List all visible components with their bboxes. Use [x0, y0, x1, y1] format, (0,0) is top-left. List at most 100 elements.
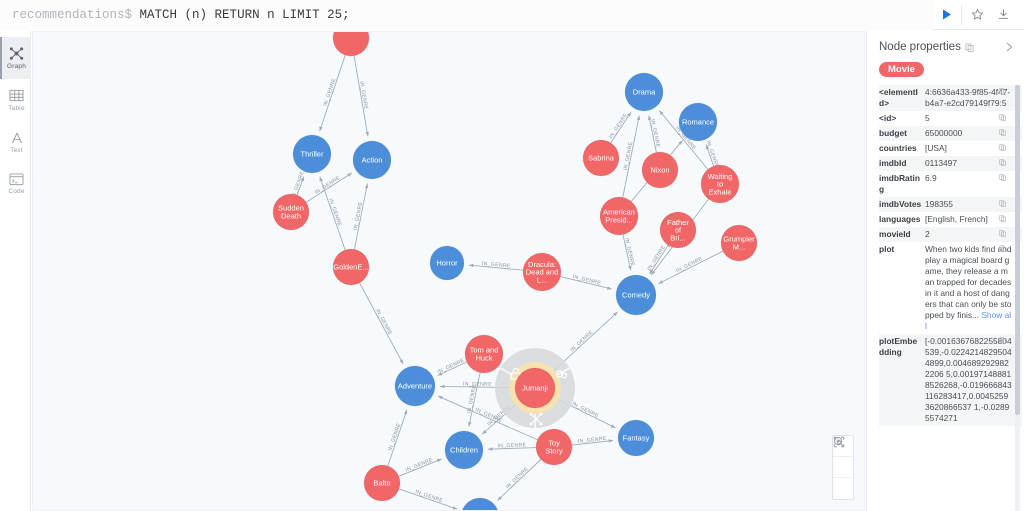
graph-node[interactable] — [363, 464, 401, 502]
node-label-chip[interactable]: Movie — [879, 62, 924, 77]
graph-node[interactable] — [352, 140, 392, 180]
relationship-edge[interactable] — [571, 439, 614, 446]
relationship-edge[interactable] — [468, 263, 524, 271]
relationship-edge[interactable] — [319, 54, 346, 132]
graph-node[interactable] — [617, 419, 655, 457]
property-value: 4:6636a433-9f85-4f47-b4a7-e2cd79149f79:5 — [925, 87, 1011, 108]
relationship-edge[interactable] — [622, 115, 641, 198]
relationship-edge[interactable] — [305, 172, 353, 203]
copy-property-icon[interactable] — [999, 113, 1006, 124]
graph-node[interactable] — [720, 224, 758, 262]
relationship-edge[interactable] — [387, 409, 408, 467]
graph-node[interactable] — [659, 211, 697, 249]
relationship-edge[interactable] — [398, 458, 442, 477]
zoom-out-button[interactable] — [833, 437, 853, 478]
relationship-edge[interactable] — [437, 395, 538, 441]
copy-property-icon[interactable] — [999, 199, 1006, 210]
property-value: [USA] — [925, 143, 947, 153]
download-icon[interactable] — [990, 2, 1016, 28]
graph-node[interactable] — [514, 367, 556, 409]
copy-property-icon[interactable] — [999, 336, 1006, 347]
copy-property-icon[interactable] — [999, 87, 1006, 98]
property-list[interactable]: <elementId>4:6636a433-9f85-4f47-b4a7-e2c… — [867, 85, 1024, 511]
property-key: imdbVotes — [879, 199, 922, 209]
dismiss-icon[interactable] — [555, 370, 568, 379]
panel-scrollbar-thumb[interactable] — [1015, 85, 1020, 415]
relationship-edge[interactable] — [359, 282, 404, 365]
sidebar-item-graph[interactable]: Graph — [0, 37, 31, 79]
graph-node[interactable] — [292, 134, 332, 174]
sidebar-item-text[interactable]: Text — [0, 121, 31, 163]
relationship-edge[interactable] — [610, 111, 632, 144]
copy-icon[interactable] — [965, 42, 974, 52]
graph-node[interactable] — [678, 102, 718, 142]
relationship-edge[interactable] — [649, 244, 669, 275]
property-row: languages[English, French] — [879, 212, 1022, 227]
zoom-controls — [832, 435, 854, 500]
relationship-edge[interactable] — [497, 459, 542, 501]
graph-node[interactable] — [615, 274, 657, 316]
node-properties-panel: Node properties Movie <elementId>4:6636a… — [866, 31, 1024, 511]
copy-property-icon[interactable] — [999, 244, 1006, 255]
copy-property-icon[interactable] — [999, 128, 1006, 139]
relationship-edge[interactable] — [658, 250, 724, 285]
sidebar-item-table[interactable]: Table — [0, 79, 31, 121]
sidebar-item-code[interactable]: Code — [0, 163, 31, 205]
graph-node[interactable] — [599, 196, 639, 236]
property-value: 65000000 — [925, 128, 963, 138]
relationship-edge[interactable] — [398, 488, 458, 510]
property-value: [English, French] — [925, 214, 988, 224]
graph-node[interactable] — [272, 193, 310, 231]
query-input[interactable]: recommendations$ MATCH (n) RETURN n LIMI… — [0, 0, 933, 30]
relationship-edge[interactable] — [296, 176, 305, 196]
property-row: <id>5 — [879, 111, 1022, 126]
relationship-edge[interactable] — [354, 183, 369, 250]
copy-property-icon[interactable] — [999, 229, 1006, 240]
relationship-edge[interactable] — [560, 276, 612, 290]
graph-node[interactable] — [444, 430, 484, 470]
copy-property-icon[interactable] — [999, 158, 1006, 169]
graph-node[interactable] — [522, 252, 562, 292]
run-query-button[interactable] — [933, 2, 959, 28]
graph-node[interactable] — [461, 497, 499, 511]
relationship-edge[interactable] — [468, 372, 481, 427]
relationship-edge[interactable] — [487, 447, 537, 451]
graph-node[interactable] — [429, 245, 465, 281]
relationship-edge[interactable] — [437, 361, 467, 376]
graph-node[interactable] — [700, 164, 740, 204]
relationship-label: IN_GENRE — [437, 358, 466, 376]
query-bar-actions — [933, 0, 1024, 30]
collapse-panel-chevron-icon[interactable] — [1004, 41, 1014, 55]
graph-node[interactable] — [535, 428, 573, 466]
relationship-label: IN_GENRE — [505, 466, 530, 490]
relationship-edge[interactable] — [622, 234, 632, 271]
relationship-edge[interactable] — [658, 110, 709, 170]
graph-node[interactable] — [332, 32, 370, 57]
relationship-edge[interactable] — [705, 144, 715, 167]
query-prompt: recommendations$ — [12, 7, 133, 22]
relationship-label: IN_GENRE — [569, 329, 595, 353]
relationship-label: IN_GENRE — [353, 201, 365, 231]
graph-node[interactable] — [641, 151, 679, 189]
zoom-fit-button[interactable] — [833, 436, 853, 499]
relationship-edge[interactable] — [353, 55, 369, 137]
expand-icon[interactable] — [529, 412, 543, 426]
copy-property-icon[interactable] — [999, 143, 1006, 154]
copy-property-icon[interactable] — [999, 173, 1006, 184]
relationship-edge[interactable] — [319, 176, 346, 251]
panel-title: Node properties — [879, 41, 961, 53]
favorite-star-icon[interactable] — [964, 2, 990, 28]
graph-node[interactable] — [332, 248, 370, 286]
graph-node[interactable] — [464, 334, 504, 374]
show-all-link[interactable]: Show all — [925, 310, 1012, 331]
graph-node[interactable] — [394, 365, 436, 407]
graph-node[interactable] — [582, 139, 620, 177]
relationship-edge[interactable] — [647, 115, 657, 153]
copy-property-icon[interactable] — [999, 214, 1006, 225]
graph-node[interactable] — [624, 72, 664, 112]
